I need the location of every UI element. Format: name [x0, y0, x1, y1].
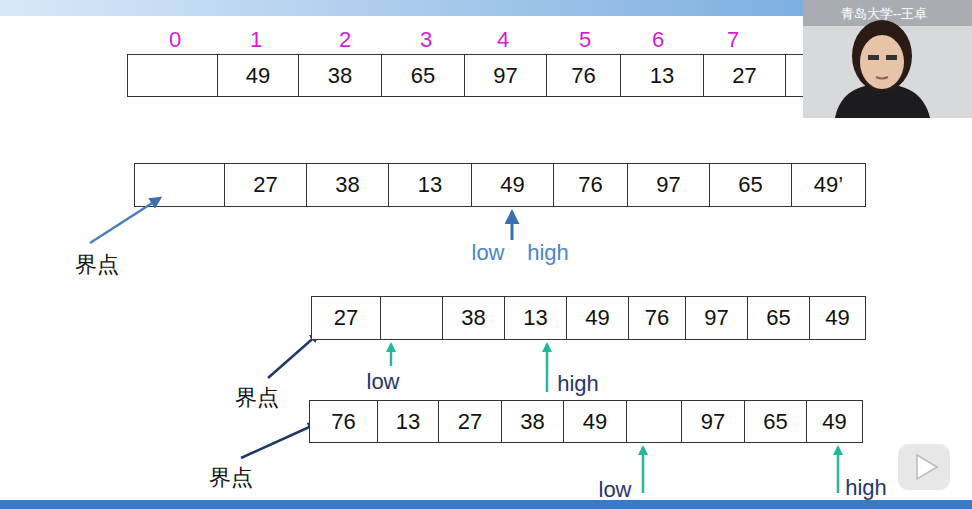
array-cell: 97: [627, 163, 710, 207]
array-cell: 65: [381, 54, 465, 97]
cell-value: 27: [334, 307, 358, 329]
cell-value: 27: [458, 411, 482, 433]
cell-value: 13: [523, 307, 547, 329]
array-cell: 76: [546, 54, 621, 97]
pointer-arrow: [642, 447, 645, 493]
empty-cell: [381, 297, 443, 340]
cell-value: 76: [645, 307, 669, 329]
cell-value: 97: [701, 411, 725, 433]
array-cell: 49: [563, 400, 627, 443]
cell-value: 65: [411, 65, 435, 87]
cell-value: 65: [763, 411, 787, 433]
cell-value: 38: [461, 307, 485, 329]
empty-cell: [128, 55, 218, 97]
array-cell: 49: [471, 163, 554, 207]
pivot-label: 界点: [209, 466, 253, 490]
cell-value: 49: [822, 411, 846, 433]
cell-value: 27: [732, 65, 756, 87]
pointer-label: high: [845, 476, 887, 500]
pivot-label: 界点: [235, 386, 279, 410]
array-cell: 49: [566, 296, 629, 340]
array-cell: 13: [504, 296, 567, 340]
array-cell: 97: [464, 54, 547, 97]
leader-arrow: [241, 424, 316, 458]
cell-value: 97: [704, 307, 728, 329]
bottom-bar: [0, 500, 972, 509]
index-number: 6: [652, 28, 664, 52]
array-cell: 27: [703, 54, 786, 97]
array-cell: 13: [377, 400, 439, 443]
array-cell: 76: [309, 400, 378, 443]
cell-value: 49: [246, 65, 270, 87]
cell-value: 13: [650, 65, 674, 87]
index-number: 4: [497, 28, 509, 52]
array-cell: 97: [685, 296, 748, 340]
cell-value: 76: [331, 411, 355, 433]
index-number: 2: [339, 28, 351, 52]
cell-value: 49: [585, 307, 609, 329]
array-cell: 13: [388, 163, 472, 207]
cell-value: 38: [520, 411, 544, 433]
pointer-label: low: [471, 241, 504, 265]
index-number: 5: [579, 28, 591, 52]
video-overlay: [803, 0, 972, 118]
array-cell: 65: [709, 163, 792, 207]
pointer-label: high: [557, 372, 599, 396]
index-number: 1: [250, 28, 262, 52]
pointer-label: high: [527, 241, 569, 265]
array-cell: 97: [681, 400, 745, 443]
pointer-label: low: [366, 370, 399, 394]
leader-arrow: [268, 334, 318, 378]
cell-value: 13: [418, 174, 442, 196]
cell-value: 76: [571, 65, 595, 87]
array-cell: 38: [501, 400, 564, 443]
array-cell: 38: [306, 163, 389, 207]
cell-value: 97: [493, 65, 517, 87]
array-cell: 13: [620, 54, 704, 97]
index-number: 0: [169, 28, 181, 52]
cell-value: 38: [335, 174, 359, 196]
array-cell: 49: [809, 296, 866, 340]
pointer-arrow: [546, 344, 549, 392]
array-cell: 65: [747, 296, 810, 340]
array-cell: 38: [442, 296, 505, 340]
empty-cell: [135, 164, 225, 207]
cell-value: 27: [253, 174, 277, 196]
array-cell: 27: [224, 163, 307, 207]
cell-value: 49: [500, 174, 524, 196]
pointer-label: low: [598, 478, 631, 502]
array-cell: 27: [311, 296, 381, 340]
cell-value: 65: [738, 174, 762, 196]
array-cell: 49’: [791, 163, 866, 207]
array-cell: 38: [298, 54, 382, 97]
array-cell: 49: [217, 54, 299, 97]
index-number: 7: [727, 28, 739, 52]
pointer-arrow: [837, 447, 840, 493]
cell-value: 97: [656, 174, 680, 196]
empty-cell: [627, 401, 682, 443]
array-cell: 65: [744, 400, 807, 443]
array-cell: 27: [438, 400, 502, 443]
watermark: 青岛大学--王卓: [841, 7, 928, 21]
pivot-label: 界点: [75, 253, 119, 277]
leader-arrow: [90, 198, 160, 243]
cell-value: 38: [328, 65, 352, 87]
cell-value: 49: [583, 411, 607, 433]
cell-value: 49: [825, 307, 849, 329]
cell-value: 76: [578, 174, 602, 196]
array-cell: 49: [806, 400, 863, 443]
cell-value: 65: [766, 307, 790, 329]
pointer-arrow: [511, 212, 514, 240]
pointer-arrow: [390, 344, 393, 366]
play-button: [898, 444, 950, 490]
array-cell: 76: [628, 296, 686, 340]
cell-value: 49’: [814, 174, 843, 196]
cell-value: 13: [396, 411, 420, 433]
index-number: 3: [420, 28, 432, 52]
array-cell: 76: [553, 163, 628, 207]
